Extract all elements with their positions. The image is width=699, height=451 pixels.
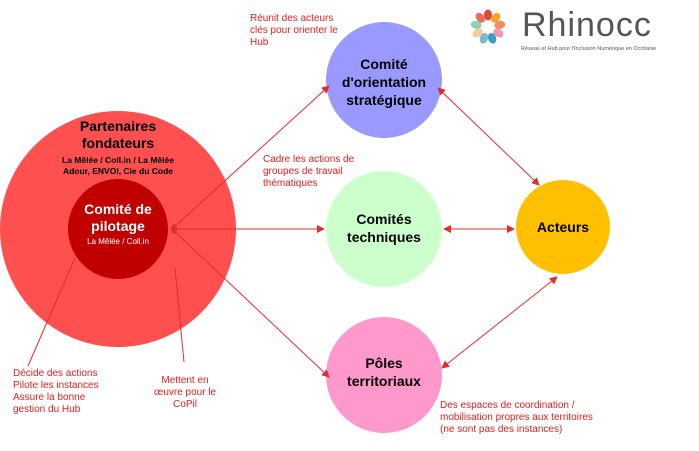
connector-partenaires-note (174, 267, 185, 363)
poles-line1: Pôles (365, 355, 403, 371)
copil-title-line2: pilotage (91, 218, 145, 234)
orientation-line1: Comité (360, 56, 408, 72)
logo-petal (479, 32, 489, 44)
note-poles-line1: Des espaces de coordination / (440, 400, 575, 411)
note-techniques-line1: Cadre les actions de (263, 154, 355, 165)
note-orientation-line1: Réunit des acteurs (250, 13, 334, 24)
note-partenaires-line3: CoPil (173, 399, 197, 410)
logo-petal (494, 20, 506, 29)
note-copil-line1: Décide des actions (13, 368, 98, 379)
comite-pilotage-circle (68, 179, 168, 279)
logo-petal (491, 12, 501, 23)
note-orientation-line2: clés pour orienter le (250, 25, 338, 36)
note-orientation: Réunit des acteurs clés pour orienter le… (250, 13, 338, 49)
note-techniques-line3: thématiques (263, 178, 318, 189)
arrow-orientation-acteurs (437, 87, 540, 186)
note-copil-line4: gestion du Hub (13, 404, 81, 415)
techniques-line1: Comités (356, 211, 412, 227)
note-copil-line3: Assure la bonne (13, 392, 86, 403)
logo-petal (484, 9, 492, 21)
copil-members: La Mêlée / Coll.in (87, 237, 149, 246)
arrow-copil-to-poles (171, 228, 330, 378)
note-orientation-line3: Hub (250, 37, 269, 48)
partenaires-members-line1: La Mêlée / Coll.in / La Mêlée (62, 155, 174, 165)
logo-petal (470, 20, 482, 29)
note-copil: Décide des actions Pilote les instances … (13, 368, 99, 416)
poles-territoriaux-circle (326, 317, 442, 433)
logo-petal (475, 12, 485, 23)
logo-petal (487, 32, 497, 44)
comite-orientation-circle (326, 22, 442, 138)
comites-techniques-circle (326, 171, 442, 287)
arrow-origin-dot (171, 224, 177, 234)
logo-petal (493, 28, 504, 38)
note-partenaires-line1: Mettent en (161, 375, 209, 386)
connector-copil-note (27, 257, 76, 367)
arrow-copil-to-orientation (171, 85, 330, 230)
note-copil-line2: Pilote les instances (13, 380, 99, 391)
techniques-line2: techniques (347, 229, 421, 245)
logo-wordmark: Rhinocc (522, 6, 652, 44)
note-poles-line3: (ne sont pas des instances) (440, 424, 563, 435)
note-partenaires: Mettent en œuvre pour le CoPil (145, 375, 225, 411)
note-poles-line2: mobilisation propres aux territoires (440, 412, 593, 423)
orientation-line3: stratégique (346, 92, 422, 108)
acteurs-label: Acteurs (536, 219, 590, 235)
copil-title-line1: Comité de (84, 201, 152, 217)
acteurs-circle (516, 180, 610, 274)
partenaires-title-line1: Partenaires (79, 118, 157, 134)
note-poles: Des espaces de coordination / mobilisati… (440, 400, 593, 436)
partenaires-members-line2: Adour, ENVOI, Cie du Code (62, 166, 174, 176)
note-techniques-line2: groupes de travail (263, 166, 343, 177)
arrow-poles-acteurs (441, 276, 558, 369)
logo-tagline: Réseau et Hub pour l'Inclusion Numérique… (521, 46, 657, 52)
note-techniques: Cadre les actions de groupes de travail … (263, 154, 354, 190)
rhinocc-logo-mark (470, 9, 506, 44)
note-partenaires-line2: œuvre pour le (153, 387, 217, 398)
poles-line2: territoriaux (347, 373, 421, 389)
logo-petal (472, 28, 483, 38)
partenaires-title-line2: fondateurs (81, 135, 155, 151)
orientation-line2: d'orientation (341, 74, 427, 90)
